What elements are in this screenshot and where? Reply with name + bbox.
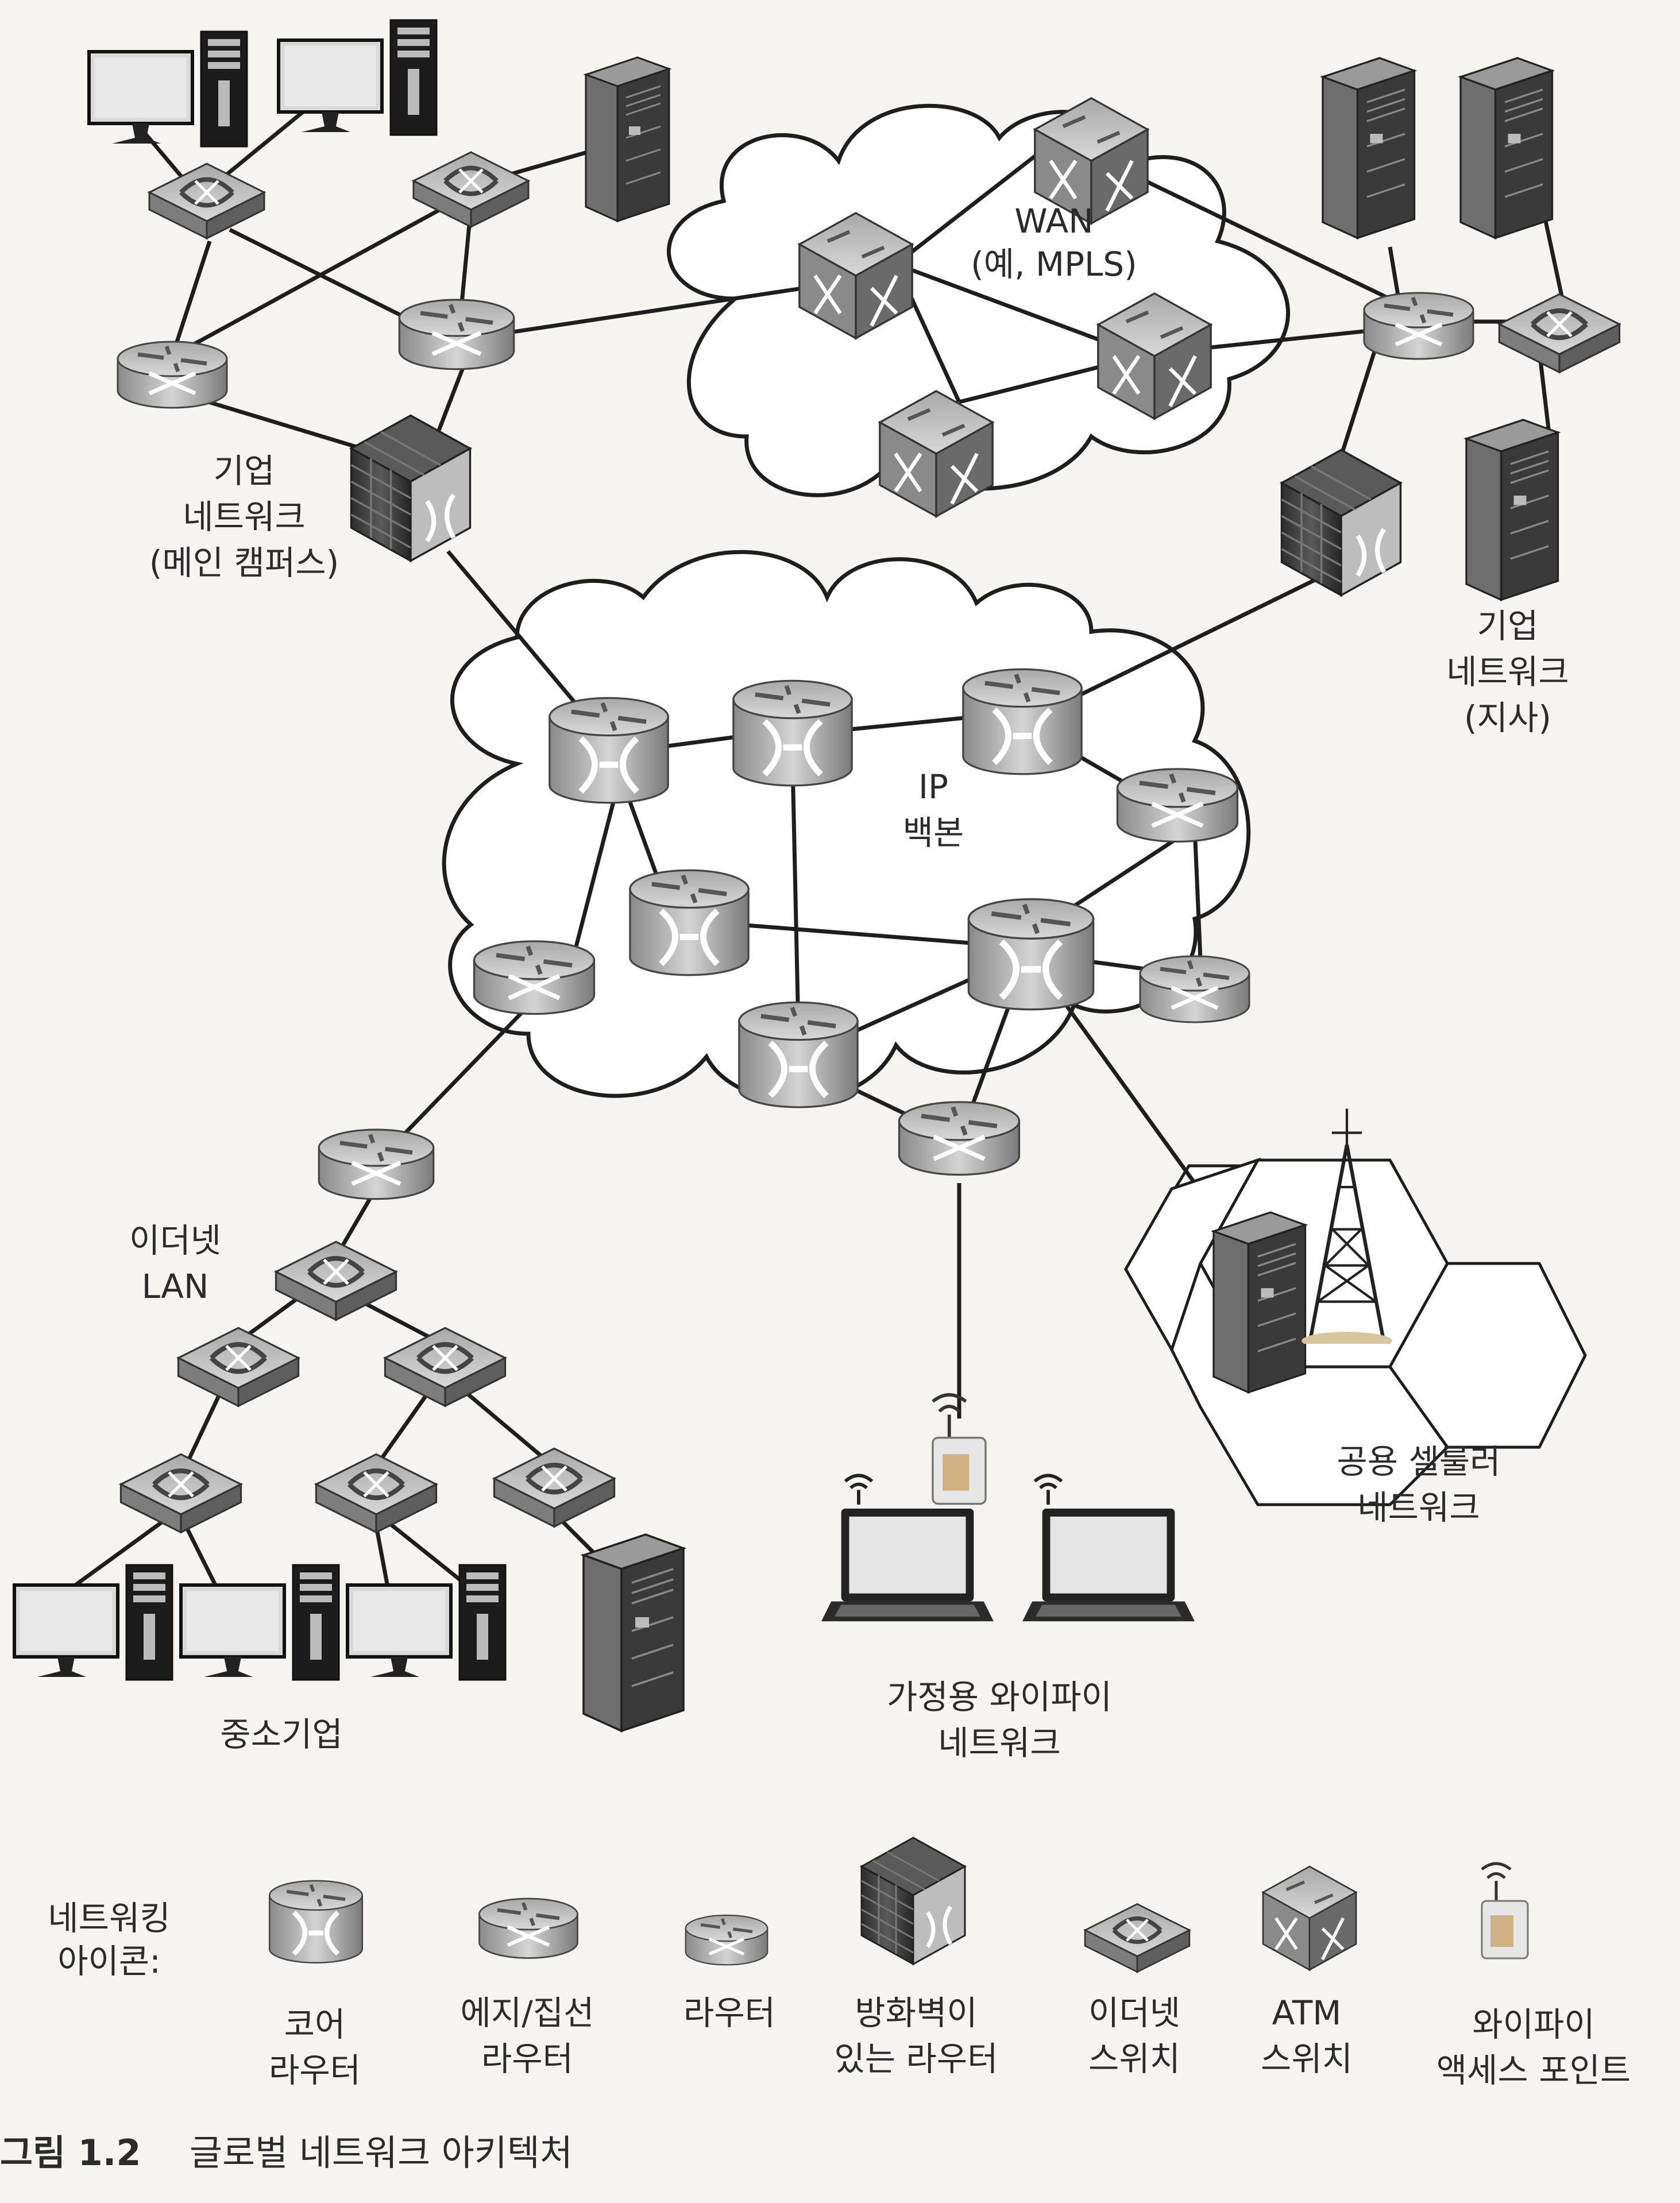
ethernet-switch-icon xyxy=(178,1328,298,1406)
svg-text:라우터: 라우터 xyxy=(683,1993,775,2032)
core-router-icon xyxy=(269,1881,362,1963)
svg-text:와이파이: 와이파이 xyxy=(1472,2005,1594,2044)
wifi-access-point-icon xyxy=(933,1395,986,1504)
svg-text:있는 라우터: 있는 라우터 xyxy=(834,2039,998,2078)
label-sme: 중소기업 xyxy=(220,1715,342,1754)
svg-text:그림 1.2: 그림 1.2 xyxy=(0,2132,141,2174)
edge-router-icon xyxy=(1140,956,1249,1022)
label-main-campus: 기업 네트워크 (메인 캠퍼스) xyxy=(149,451,339,582)
firewall-router-icon xyxy=(1282,450,1401,596)
ethernet-switch-icon xyxy=(1085,1904,1189,1972)
label-home-wifi: 가정용 와이파이 네트워크 xyxy=(887,1678,1112,1763)
svg-text:네트워킹: 네트워킹 xyxy=(48,1899,170,1938)
svg-text:백본: 백본 xyxy=(903,813,964,852)
laptop-icon xyxy=(821,1508,994,1622)
base-station-server-icon xyxy=(1214,1212,1306,1393)
label-cellular: 공용 셀룰러 네트워크 xyxy=(1337,1442,1500,1527)
label-ip-backbone: IP 백본 xyxy=(903,767,964,852)
core-router-icon xyxy=(630,870,748,975)
svg-text:스위치: 스위치 xyxy=(1261,2039,1353,2078)
desktop-icon xyxy=(181,1565,339,1680)
svg-text:코어: 코어 xyxy=(284,2005,346,2044)
desktop-icon xyxy=(347,1565,505,1680)
svg-text:공용 셀룰러: 공용 셀룰러 xyxy=(1337,1442,1500,1481)
router-icon xyxy=(686,1915,768,1965)
core-router-icon xyxy=(968,899,1093,1010)
svg-text:스위치: 스위치 xyxy=(1088,2039,1180,2078)
tower-server-icon xyxy=(584,1535,683,1731)
svg-text:이더넷: 이더넷 xyxy=(129,1221,221,1260)
legend-label-router: 라우터 xyxy=(683,1993,775,2032)
router-icon xyxy=(1364,293,1473,359)
tower-server-icon xyxy=(1459,57,1554,239)
tower-server-icon xyxy=(1322,57,1416,239)
svg-text:가정용 와이파이: 가정용 와이파이 xyxy=(887,1678,1112,1717)
laptop-icon xyxy=(1022,1508,1195,1622)
label-wan: WAN (예, MPLS) xyxy=(971,202,1137,284)
svg-text:이더넷: 이더넷 xyxy=(1088,1993,1180,2032)
legend-title: 네트워킹 아이콘: xyxy=(48,1899,170,1981)
svg-text:LAN: LAN xyxy=(142,1267,209,1306)
ethernet-switch-icon xyxy=(494,1448,614,1526)
firewall-router-icon xyxy=(352,416,470,561)
tower-server-icon xyxy=(1465,419,1559,601)
svg-text:방화벽이: 방화벽이 xyxy=(855,1993,977,2032)
core-router-icon xyxy=(733,681,852,785)
wifi-signal-icon xyxy=(845,1475,872,1505)
ethernet-switch-icon xyxy=(316,1454,436,1532)
ethernet-switch-icon xyxy=(385,1328,505,1406)
edge-router-icon xyxy=(899,1102,1019,1175)
router-icon xyxy=(319,1130,434,1199)
svg-text:WAN: WAN xyxy=(1014,202,1093,241)
atm-switch-icon xyxy=(1263,1866,1356,1970)
legend-label-atm-switch: ATM 스위치 xyxy=(1261,1993,1353,2078)
svg-text:(예, MPLS): (예, MPLS) xyxy=(971,245,1137,284)
edge-router-icon xyxy=(1118,769,1238,842)
core-router-icon xyxy=(550,698,668,802)
edge-router-icon xyxy=(399,300,514,369)
ethernet-switch-icon xyxy=(121,1454,241,1532)
desktop-icon xyxy=(14,1565,172,1680)
svg-text:액세스 포인트: 액세스 포인트 xyxy=(1436,2051,1631,2090)
svg-text:에지/집선: 에지/집선 xyxy=(461,1993,594,2032)
edge-router-icon xyxy=(480,1899,578,1958)
svg-text:라우터: 라우터 xyxy=(269,2051,361,2090)
edge-router-icon xyxy=(474,941,594,1014)
firewall-router-icon xyxy=(862,1838,965,1964)
svg-text:네트워크: 네트워크 xyxy=(1357,1488,1480,1527)
svg-text:글로벌 네트워크 아키텍처: 글로벌 네트워크 아키텍처 xyxy=(190,2132,573,2174)
tower-server-icon xyxy=(585,56,670,222)
wifi-access-point-icon xyxy=(1482,1864,1528,1958)
figure-caption: 그림 1.2 글로벌 네트워크 아키텍처 xyxy=(0,2132,573,2174)
svg-text:기업: 기업 xyxy=(214,451,275,490)
core-router-icon xyxy=(963,669,1082,774)
desktop-icon xyxy=(89,32,247,146)
svg-text:네트워크: 네트워크 xyxy=(938,1723,1060,1763)
ethernet-switch-icon xyxy=(1499,294,1619,372)
svg-text:아이콘:: 아이콘: xyxy=(57,1942,161,1981)
svg-text:IP: IP xyxy=(918,767,948,806)
svg-text:ATM: ATM xyxy=(1272,1993,1342,2032)
core-router-icon xyxy=(739,1002,858,1107)
wifi-signal-icon xyxy=(1035,1475,1062,1505)
desktop-icon xyxy=(279,20,437,135)
svg-text:(지사): (지사) xyxy=(1464,698,1551,737)
svg-text:기업: 기업 xyxy=(1477,606,1539,646)
svg-text:라우터: 라우터 xyxy=(481,2039,573,2078)
ethernet-switch-icon xyxy=(149,164,264,238)
svg-text:네트워크: 네트워크 xyxy=(183,497,305,536)
svg-text:네트워크: 네트워크 xyxy=(1446,652,1569,691)
router-icon xyxy=(118,342,227,408)
label-ethernet-lan: 이더넷 LAN xyxy=(129,1221,221,1306)
label-branch: 기업 네트워크 (지사) xyxy=(1446,606,1569,737)
svg-text:(메인 캠퍼스): (메인 캠퍼스) xyxy=(149,543,339,582)
